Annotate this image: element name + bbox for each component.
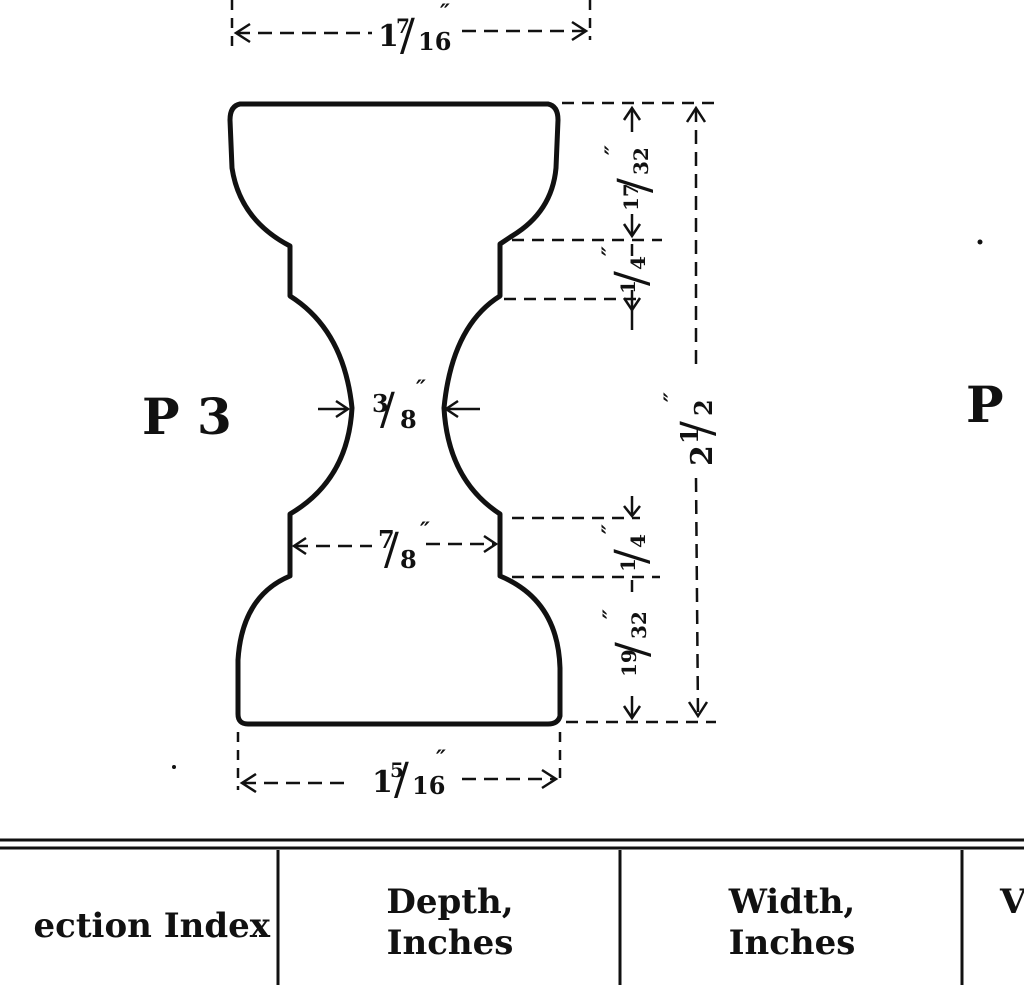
- header-width: Width, Inches: [728, 882, 856, 963]
- rail-profile-outline: [227, 101, 563, 727]
- upper-step-label: 1 / 4 ″: [598, 246, 657, 294]
- section-label-right: P: [966, 375, 1004, 434]
- header-depth: Depth, Inches: [386, 882, 514, 963]
- header-weight-truncated: V: [1000, 882, 1024, 922]
- bottom-width-label: 1 5 / 16 ″: [372, 746, 446, 805]
- table-frame: [0, 838, 1024, 985]
- total-height-dimension: [685, 105, 709, 719]
- total-height-label: 2 1 / 2 ″: [660, 392, 723, 466]
- top-width-label: 1 7 / 16 ″: [378, 0, 452, 61]
- height-extension-lines: [504, 101, 716, 724]
- neck-width-label: 3 / 8 ″: [372, 376, 426, 435]
- scan-speck: [977, 239, 983, 245]
- neck-width-dimension: [318, 399, 480, 419]
- header-section-index: ection Index: [33, 906, 271, 946]
- segment-dimension-lines: [622, 105, 642, 721]
- lower-step-label: 1 / 4 ″: [598, 524, 657, 572]
- section-label-left: P 3: [142, 387, 232, 446]
- bottom-flange-label: 19 / 32 ″: [599, 609, 658, 677]
- top-flange-label: 17 / 32 ″: [601, 145, 660, 211]
- lower-width-dimension: [291, 534, 499, 556]
- bottom-width-dimension: [236, 732, 562, 794]
- lower-width-label: 7 / 8 ″: [378, 518, 430, 575]
- top-width-dimension: [230, 0, 592, 46]
- scan-speck: [172, 765, 176, 769]
